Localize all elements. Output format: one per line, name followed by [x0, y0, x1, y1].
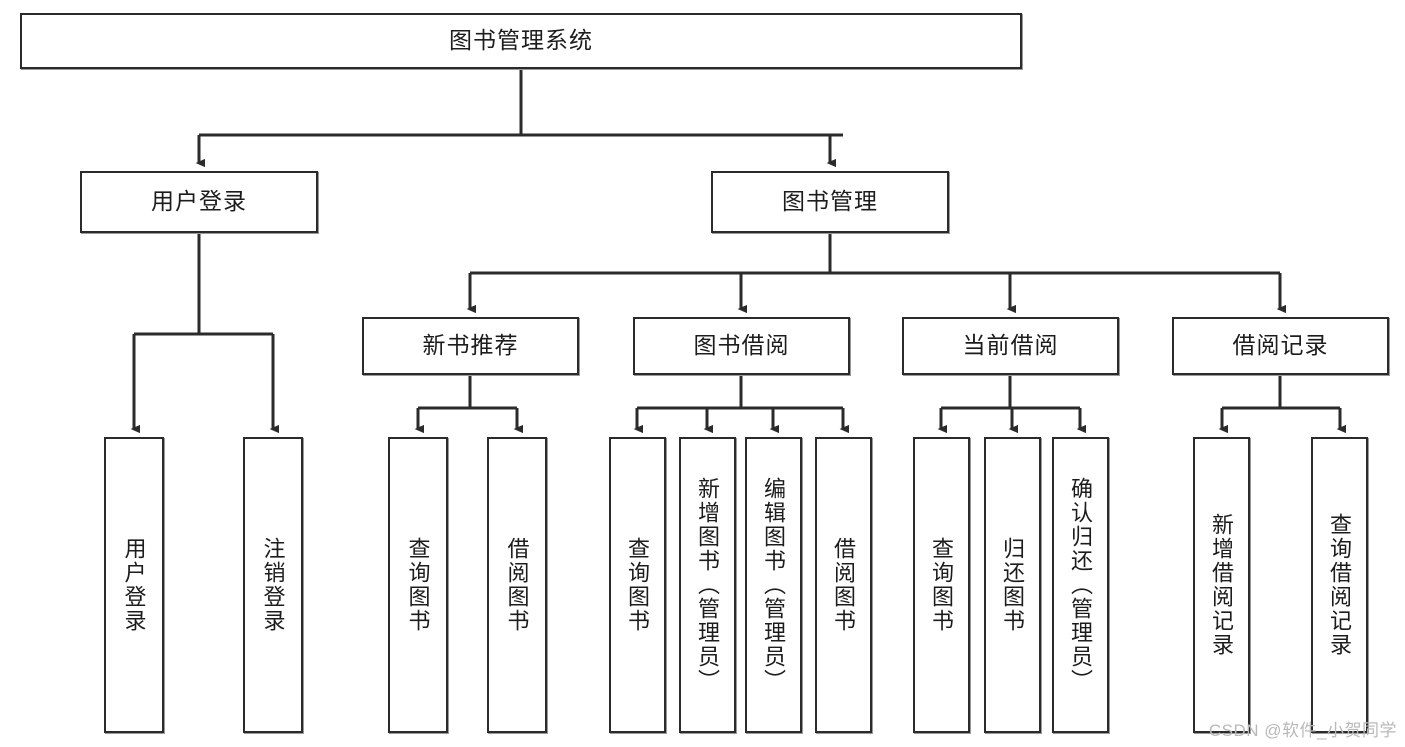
leaf-user-logout-label: 注销登录: [260, 537, 286, 633]
node-user-login-label: 用户登录: [151, 188, 247, 215]
leaf-user-login[interactable]: 用户登录: [104, 437, 164, 733]
leaf-user-login-label: 用户登录: [121, 537, 147, 633]
leaf-confirm-return-admin-label: 确认归还（管理员）: [1068, 477, 1094, 693]
leaf-query-borrow-record-label: 查询借阅记录: [1327, 513, 1353, 657]
leaf-borrow-book-recommend[interactable]: 借阅图书: [487, 437, 547, 733]
node-borrow-record[interactable]: 借阅记录: [1172, 317, 1389, 375]
leaf-edit-book-admin[interactable]: 编辑图书（管理员）: [745, 437, 802, 733]
leaf-add-book-admin-label: 新增图书（管理员）: [695, 477, 721, 693]
node-new-book-recommend-label: 新书推荐: [422, 332, 519, 359]
leaf-add-borrow-record[interactable]: 新增借阅记录: [1193, 437, 1250, 733]
leaf-borrow-book-recommend-label: 借阅图书: [504, 537, 530, 633]
leaf-query-book-current-label: 查询图书: [929, 537, 955, 633]
leaf-confirm-return-admin[interactable]: 确认归还（管理员）: [1052, 437, 1109, 733]
node-book-borrow-label: 图书借阅: [693, 332, 790, 359]
csdn-watermark: CSDN @软件_小贺同学: [1208, 721, 1397, 740]
node-root-label: 图书管理系统: [449, 27, 593, 54]
leaf-query-book-borrow-label: 查询图书: [625, 537, 651, 633]
leaf-borrow-book[interactable]: 借阅图书: [815, 437, 872, 733]
leaf-query-book-recommend-label: 查询图书: [405, 537, 431, 633]
leaf-query-book-borrow[interactable]: 查询图书: [609, 437, 666, 733]
node-book-management-label: 图书管理: [782, 188, 878, 215]
leaf-user-logout[interactable]: 注销登录: [243, 437, 303, 733]
node-current-borrow[interactable]: 当前借阅: [902, 317, 1119, 375]
node-book-management[interactable]: 图书管理: [711, 171, 949, 233]
leaf-return-book-label: 归还图书: [1000, 537, 1026, 633]
node-current-borrow-label: 当前借阅: [962, 332, 1059, 359]
leaf-return-book[interactable]: 归还图书: [984, 437, 1041, 733]
leaf-query-borrow-record[interactable]: 查询借阅记录: [1311, 437, 1368, 733]
leaf-add-borrow-record-label: 新增借阅记录: [1209, 513, 1235, 657]
node-borrow-record-label: 借阅记录: [1232, 332, 1329, 359]
leaf-edit-book-admin-label: 编辑图书（管理员）: [761, 477, 787, 693]
leaf-query-book-recommend[interactable]: 查询图书: [388, 437, 448, 733]
leaf-query-book-current[interactable]: 查询图书: [913, 437, 970, 733]
node-user-login[interactable]: 用户登录: [80, 171, 318, 233]
leaf-add-book-admin[interactable]: 新增图书（管理员）: [679, 437, 736, 733]
leaf-borrow-book-label: 借阅图书: [831, 537, 857, 633]
node-book-borrow[interactable]: 图书借阅: [633, 317, 850, 375]
node-root[interactable]: 图书管理系统: [20, 13, 1022, 69]
node-new-book-recommend[interactable]: 新书推荐: [362, 317, 579, 375]
